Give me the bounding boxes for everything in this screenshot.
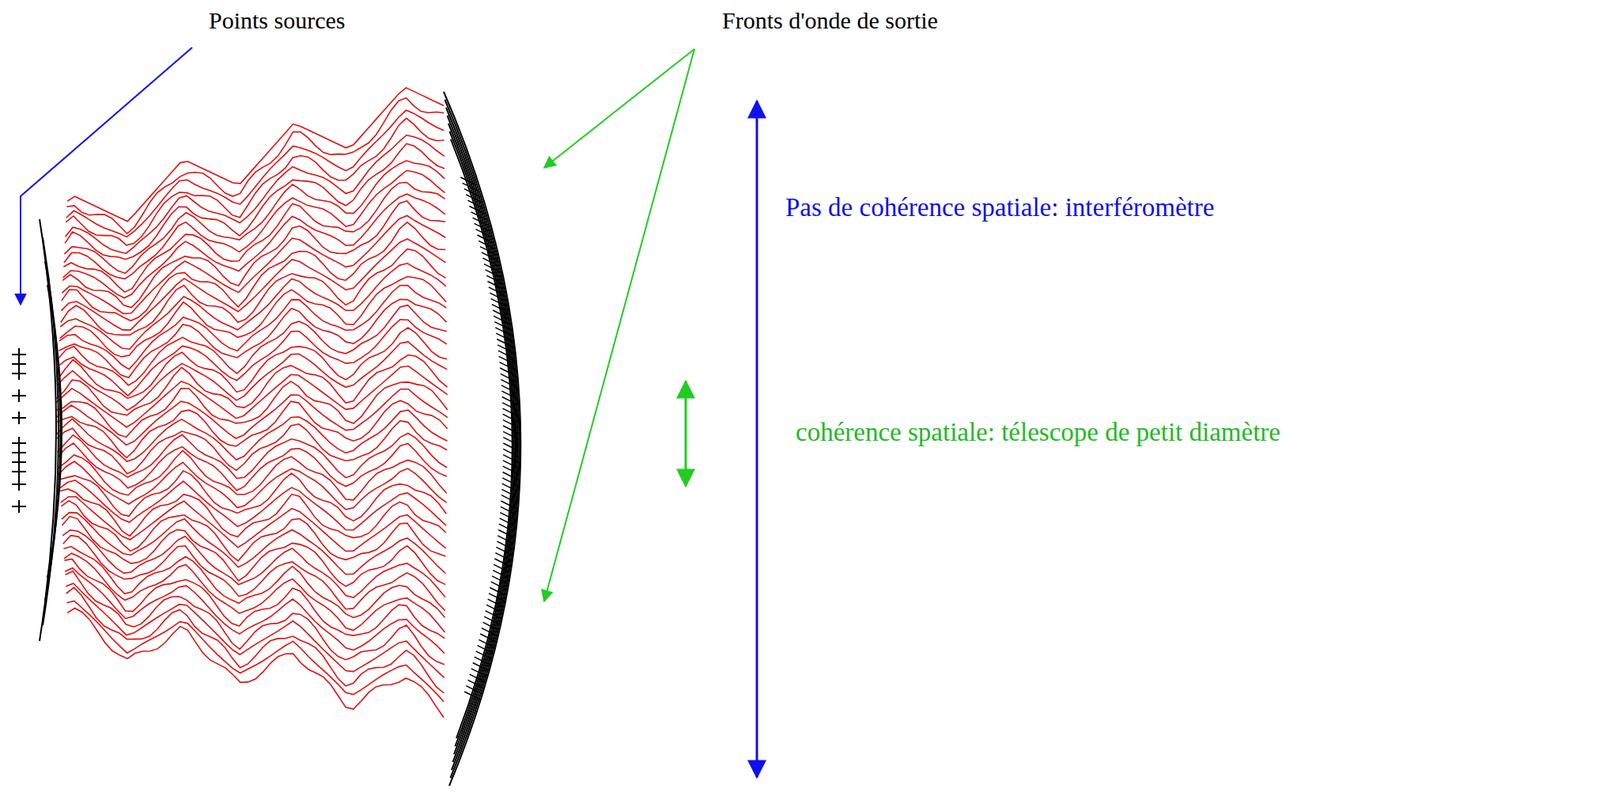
coherence-note: cohérence spatiale: télescope de petit d… (795, 416, 1281, 449)
arc-hatch (477, 645, 494, 654)
red-wavefront (64, 160, 446, 273)
red-wavefront (60, 500, 446, 561)
red-wavefront (61, 222, 447, 321)
arc-hatch (483, 621, 500, 630)
arc-hatch (481, 627, 498, 636)
arc-hatch (485, 610, 502, 619)
leader-line (544, 49, 695, 168)
red-wavefront (66, 600, 444, 701)
arc-hatch (484, 616, 500, 625)
red-wavefront (56, 355, 448, 416)
red-wavefront (64, 552, 446, 632)
arc-hatch (486, 604, 503, 613)
red-wavefront (56, 366, 448, 428)
source-point (11, 389, 27, 402)
output-arc (443, 91, 521, 786)
source-label: Points sources (208, 6, 346, 35)
output-arc (450, 139, 513, 738)
arc-hatch (464, 691, 481, 700)
source-arc (39, 219, 62, 641)
arc-hatch (465, 685, 482, 694)
coherence-span-arrow (756, 101, 759, 777)
red-wavefront (64, 567, 445, 654)
leader-line (544, 49, 695, 602)
arc-hatch (474, 656, 491, 665)
arc-hatch (462, 182, 479, 191)
source-point (11, 465, 27, 478)
arc-hatch (480, 633, 496, 642)
arc-hatch (487, 598, 504, 607)
arc-hatch (471, 668, 488, 677)
arc-hatch (478, 639, 495, 647)
coherence-span-arrow (684, 381, 688, 486)
output-arc (450, 131, 515, 746)
red-wavefronts (55, 87, 448, 718)
red-wavefront (55, 389, 448, 446)
red-wavefront (58, 305, 447, 386)
arc-hatch (494, 558, 511, 567)
source-point (11, 411, 27, 424)
red-wavefront (60, 238, 446, 330)
arc-hatch (491, 575, 508, 584)
source-point (11, 499, 27, 513)
red-wavefront (59, 470, 447, 521)
red-wavefront (55, 381, 448, 438)
source-point (11, 366, 27, 380)
red-wavefront (65, 582, 444, 678)
red-wavefront (60, 276, 447, 357)
red-wavefront (57, 319, 447, 396)
red-wavefront (56, 400, 448, 458)
red-wavefront (57, 433, 447, 479)
red-wavefront (63, 546, 445, 618)
output-arc (445, 99, 520, 778)
red-wavefront (61, 512, 447, 575)
red-wavefront (62, 516, 447, 587)
arc-hatch (472, 662, 489, 671)
red-wavefront (56, 420, 447, 474)
red-wavefront (60, 488, 447, 538)
leader-line (20, 47, 193, 305)
red-wavefront (66, 586, 445, 693)
arc-hatch (460, 177, 477, 186)
arc-hatch (493, 563, 510, 572)
arc-hatch (488, 593, 505, 602)
arc-hatch (491, 581, 507, 590)
red-wavefront (65, 117, 444, 245)
red-wavefront (67, 608, 444, 718)
source-point (11, 477, 27, 491)
red-wavefront (64, 143, 445, 260)
output-wavefronts (443, 91, 521, 786)
no-coherence-note: Pas de cohérence spatiale: interféromètr… (785, 192, 1215, 224)
red-wavefront (63, 535, 446, 611)
arc-hatch (492, 570, 509, 579)
source-points (11, 347, 27, 513)
red-wavefront (57, 442, 447, 491)
arc-hatch (489, 587, 506, 596)
red-wavefront (62, 215, 447, 314)
wavefront-label: Fronts d'onde de sortie (722, 6, 939, 35)
red-wavefront (58, 450, 447, 500)
arc-hatch (476, 650, 492, 659)
red-wavefront (62, 529, 446, 598)
arc-hatch (469, 673, 486, 682)
arc-hatch (468, 679, 485, 688)
